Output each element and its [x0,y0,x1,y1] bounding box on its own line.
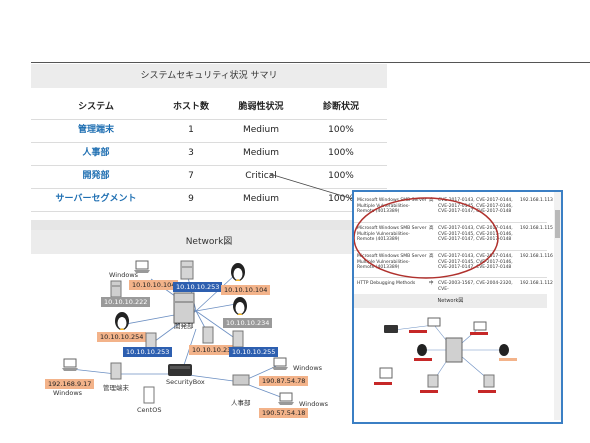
row-divider [31,211,387,212]
summary-table: システム ホスト数 脆弱性状況 診断状況 管理端末 1 Medium 100% … [31,96,387,211]
callout-line [269,173,357,201]
section-spacer [31,220,387,230]
server-icon [110,362,122,380]
host-count: 9 [188,194,194,204]
vuln-cve: CVE-2003-1567, CVE-2004-2320, CVE- [438,281,513,292]
vuln-name: Microsoft Windows SMB Server Multiple Vu… [357,226,427,242]
host-count: 1 [188,125,194,135]
vuln-ip: 192.168.1.113 [520,198,553,203]
mini-network-title: Network図 [354,294,547,308]
vuln-ip: 192.168.1.112 [520,281,553,286]
vuln-cve: CVE-2017-0143, CVE-2017-0144, CVE-2017-0… [438,198,513,214]
scrollbar[interactable] [554,192,561,420]
row-divider [31,142,387,143]
row-divider [31,119,387,120]
network-title: Network図 [31,230,387,254]
diag-status: 100% [328,171,354,181]
ip-label: 10.10.10.222 [101,297,151,307]
server-icon [143,386,155,404]
diag-status: 100% [328,148,354,158]
vuln-status: Medium [243,125,279,135]
server-icon [173,292,195,324]
scroll-thumb[interactable] [555,210,560,238]
system-link-kanri[interactable]: 管理端末 [77,125,114,135]
securitybox-icon [168,364,192,376]
ip-label: 10.10.10.253 [123,347,173,357]
server-icon [110,280,122,298]
switch-icon [232,374,250,386]
ip-label: 10.10.10.104 [221,285,271,295]
ip-label: 192.168.9.17 [45,379,95,389]
ip-label: 10.10.10.254 [97,332,147,342]
laptop-icon [134,260,150,273]
vuln-status: Medium [243,194,279,204]
server-icon [232,330,244,348]
table-row: 管理端末 1 Medium 100% [31,119,387,142]
vuln-status: Medium [243,148,279,158]
dev-label: 開発部 [174,322,194,330]
diag-status: 100% [328,194,354,204]
row-divider [31,165,387,166]
header-hosts: ホスト数 [172,102,209,112]
table-row: サーバーセグメント 9 Medium 100% [31,188,387,211]
system-link-server[interactable]: サーバーセグメント [55,194,137,204]
ip-label: 10.10.10.233 [189,345,239,355]
securitybox-label: SecurityBox [166,378,205,386]
highlight-ellipse [354,197,499,279]
header-diag: 診断状況 [322,102,359,112]
kanri-label: 管理端末 [103,384,129,392]
ip-label: 10.10.10.104 [129,280,179,290]
vuln-name: HTTP Debugging Methods [357,281,416,286]
laptop-icon [278,392,294,405]
vuln-cve: CVE-2017-0143, CVE-2017-0144, CVE-2017-0… [438,226,513,242]
header-status: 脆弱性状況 [238,102,284,112]
centos-label: CentOS [137,406,162,414]
system-link-jinji[interactable]: 人事部 [82,148,110,158]
vuln-ip: 192.168.1.115 [520,226,553,231]
win-left-label: Windows [53,389,83,397]
ip-label: 10.10.10.253 [173,282,223,292]
row-divider [31,188,387,189]
linux-penguin-icon [233,297,247,315]
ip-label: 10.10.10.255 [229,347,279,357]
system-link-kaihatsu[interactable]: 開発部 [82,171,110,181]
win-right1-label: Windows [293,364,323,372]
linux-penguin-icon [115,312,129,330]
linux-penguin-icon [231,263,245,281]
laptop-icon [272,357,288,370]
ip-label: 10.10.10.234 [223,318,273,328]
summary-title: システムセキュリティ状況 サマリ [31,64,387,88]
row-divider [354,277,547,278]
vuln-ip: 192.168.1.116 [520,254,553,259]
jinji-label: 人事部 [231,399,251,407]
server-icon [180,260,194,280]
vuln-status: Critical [245,171,277,181]
vuln-severity: 高 [429,198,434,203]
vuln-severity: 高 [429,254,434,259]
host-count: 7 [188,171,194,181]
vulnerability-detail-panel: Microsoft Windows SMB Server Multiple Vu… [352,190,563,424]
ip-label: 190.57.54.18 [259,408,309,418]
host-count: 3 [188,148,194,158]
top-divider [31,62,590,63]
vuln-severity: 高 [429,226,434,231]
table-row: 人事部 3 Medium 100% [31,142,387,165]
header-system: システム [78,102,114,112]
server-icon [202,326,214,344]
row-divider [354,250,547,251]
laptop-icon [62,358,78,371]
windows-top-label: Windows [109,271,139,279]
summary-header-row: システム ホスト数 脆弱性状況 診断状況 [31,96,387,119]
network-diagram: Windows 10.10.10.222 10.10.10.104 10.10.… [31,254,387,443]
win-right2-label: Windows [299,400,329,408]
vuln-severity: 中 [429,281,434,286]
ip-label: 190.87.54.78 [259,376,309,386]
table-row: 開発部 7 Critical 100% [31,165,387,188]
diag-status: 100% [328,125,354,135]
mini-network-diagram [374,317,517,393]
row-divider [354,222,547,223]
